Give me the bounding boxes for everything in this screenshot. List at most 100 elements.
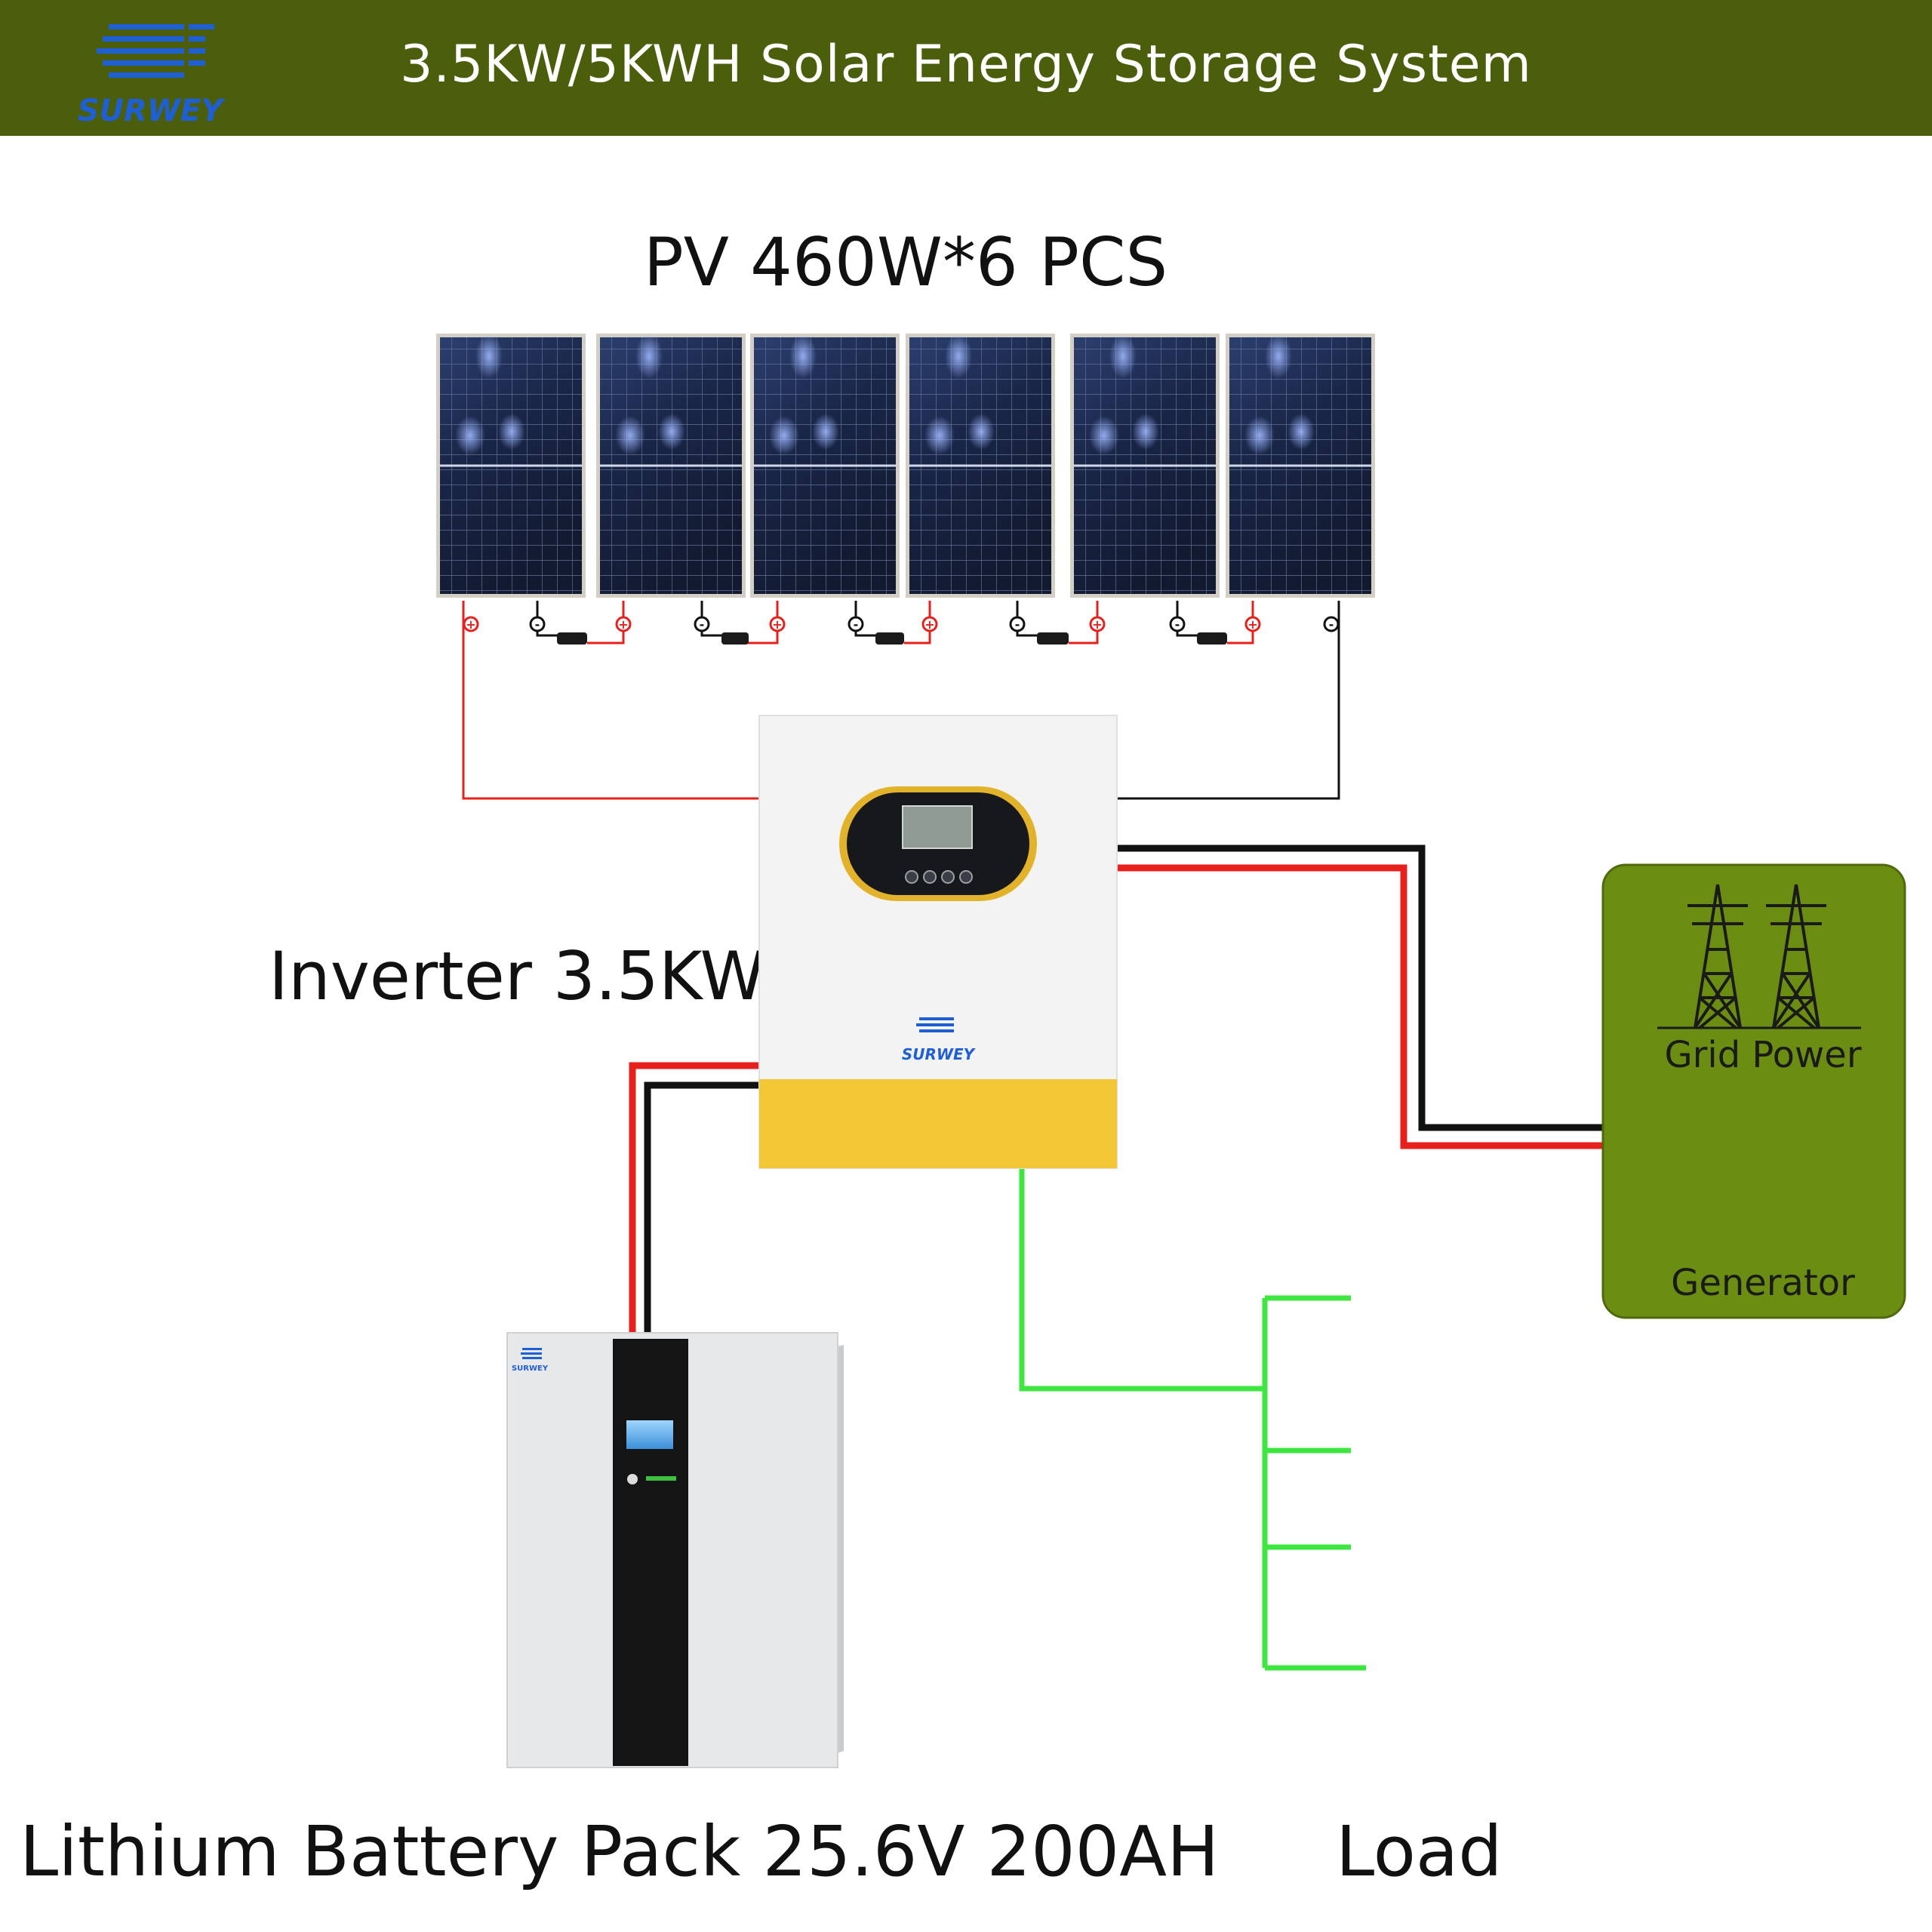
surwey-logo: SURWEY bbox=[78, 24, 226, 128]
positive-terminal-marker: + bbox=[615, 616, 632, 632]
logo-text: SURWEY bbox=[78, 94, 226, 128]
svg-text:-: - bbox=[854, 617, 859, 632]
panel-glare bbox=[1265, 334, 1292, 379]
inverter-label: Inverter 3.5KW bbox=[269, 937, 766, 1015]
pv-negative-wire bbox=[1115, 601, 1340, 800]
battery-power-button bbox=[627, 1474, 638, 1484]
svg-text:+: + bbox=[1247, 617, 1257, 632]
positive-terminal-marker: + bbox=[921, 616, 938, 632]
svg-text:+: + bbox=[618, 617, 628, 632]
logo-stripe bbox=[103, 36, 184, 42]
svg-text:-: - bbox=[1329, 617, 1334, 632]
series-link-positive bbox=[1069, 601, 1099, 645]
panel-glare bbox=[789, 334, 817, 379]
transmission-tower-icon bbox=[1657, 884, 1861, 1029]
grid-source-box bbox=[1601, 863, 1906, 1319]
mc4-connectors bbox=[557, 632, 1227, 645]
inverter-lcd-screen bbox=[902, 805, 973, 849]
pv-positive-wire bbox=[462, 601, 759, 800]
panel-glare bbox=[615, 416, 645, 455]
load-wiring bbox=[1019, 1165, 1366, 1671]
panel-glare bbox=[498, 414, 525, 450]
page-title: 3.5KW/5KWH Solar Energy Storage System bbox=[400, 35, 1532, 94]
panel-glare bbox=[812, 414, 839, 450]
mc4-connector bbox=[1197, 632, 1227, 645]
mc4-connector bbox=[875, 632, 904, 645]
series-link-negative bbox=[1016, 601, 1038, 637]
battery-label: Lithium Battery Pack 25.6V 200AH bbox=[20, 1811, 1220, 1892]
negative-terminal-marker: - bbox=[1169, 616, 1186, 632]
panel-glare bbox=[455, 416, 485, 455]
positive-terminal-marker: + bbox=[463, 616, 479, 632]
series-link-negative bbox=[700, 601, 723, 637]
inverter-accent-band bbox=[759, 1079, 1117, 1168]
series-link-positive bbox=[587, 601, 625, 645]
grid-positive-wire bbox=[1117, 864, 1603, 1149]
inverter-button bbox=[905, 870, 918, 884]
inverter-brand: SURWEY bbox=[902, 1045, 977, 1063]
logo-stripe bbox=[109, 24, 184, 29]
solar-panels bbox=[436, 334, 1375, 598]
grid-negative-wire bbox=[1117, 844, 1603, 1131]
series-link-positive bbox=[1227, 601, 1254, 645]
positive-terminal-marker: + bbox=[769, 616, 786, 632]
logo-stripe bbox=[109, 72, 184, 78]
ac-output-wire bbox=[1019, 1165, 1265, 1392]
lithium-battery: SURWEY bbox=[506, 1332, 844, 1768]
battery-status-leds bbox=[646, 1476, 676, 1481]
solar-panel bbox=[750, 334, 900, 598]
svg-text:+: + bbox=[466, 617, 475, 632]
panel-glare bbox=[1089, 416, 1119, 455]
pv-array-label: PV 460W*6 PCS bbox=[643, 223, 1168, 301]
panel-glare bbox=[769, 416, 799, 455]
negative-terminal-marker: - bbox=[1009, 616, 1026, 632]
negative-terminal-marker: - bbox=[529, 616, 546, 632]
battery-center-strip bbox=[613, 1339, 688, 1766]
panel-glare bbox=[635, 334, 663, 379]
series-link-negative bbox=[536, 601, 558, 637]
panel-glare bbox=[924, 416, 955, 455]
panel-glare bbox=[1244, 416, 1275, 455]
panel-series-wiring bbox=[536, 601, 1254, 645]
svg-text:+: + bbox=[924, 617, 934, 632]
positive-terminal-marker: + bbox=[1244, 616, 1261, 632]
solar-panel bbox=[436, 334, 586, 598]
panel-glare bbox=[1287, 414, 1315, 450]
panel-glare bbox=[968, 414, 995, 450]
grid-power-label: Grid Power bbox=[1664, 1034, 1862, 1076]
svg-text:+: + bbox=[1092, 617, 1102, 632]
battery-negative-wire bbox=[644, 1081, 759, 1334]
series-link-negative bbox=[854, 601, 877, 637]
battery-positive-wire bbox=[629, 1062, 759, 1334]
inverter: SURWEY bbox=[758, 715, 1118, 1169]
logo-stripe bbox=[97, 48, 184, 54]
panel-glare bbox=[658, 414, 685, 450]
svg-text:-: - bbox=[1015, 617, 1020, 632]
svg-text:+: + bbox=[772, 617, 782, 632]
solar-panel bbox=[906, 334, 1055, 598]
positive-terminal-marker: + bbox=[1089, 616, 1106, 632]
mc4-connector bbox=[1037, 632, 1069, 645]
mc4-connector bbox=[557, 632, 587, 645]
inverter-button bbox=[941, 870, 955, 884]
battery-logo-mark bbox=[521, 1348, 542, 1359]
panel-glare bbox=[945, 334, 972, 379]
battery-display bbox=[626, 1420, 673, 1449]
generator-label: Generator bbox=[1671, 1262, 1855, 1304]
svg-text:-: - bbox=[1175, 617, 1180, 632]
battery-brand: SURWEY bbox=[512, 1364, 549, 1373]
panel-glare bbox=[1109, 334, 1137, 379]
negative-terminal-marker: - bbox=[694, 616, 710, 632]
series-link-positive bbox=[904, 601, 931, 645]
logo-stripe bbox=[189, 24, 214, 29]
logo-stripe bbox=[103, 60, 184, 66]
svg-text:-: - bbox=[700, 617, 705, 632]
inverter-logo-mark bbox=[916, 1017, 954, 1032]
terminal-markers: + - + - + - + bbox=[463, 616, 1340, 632]
svg-text:-: - bbox=[535, 617, 540, 632]
inverter-button bbox=[923, 870, 937, 884]
series-link-negative bbox=[1176, 601, 1198, 637]
grid-box-background bbox=[1601, 863, 1906, 1319]
